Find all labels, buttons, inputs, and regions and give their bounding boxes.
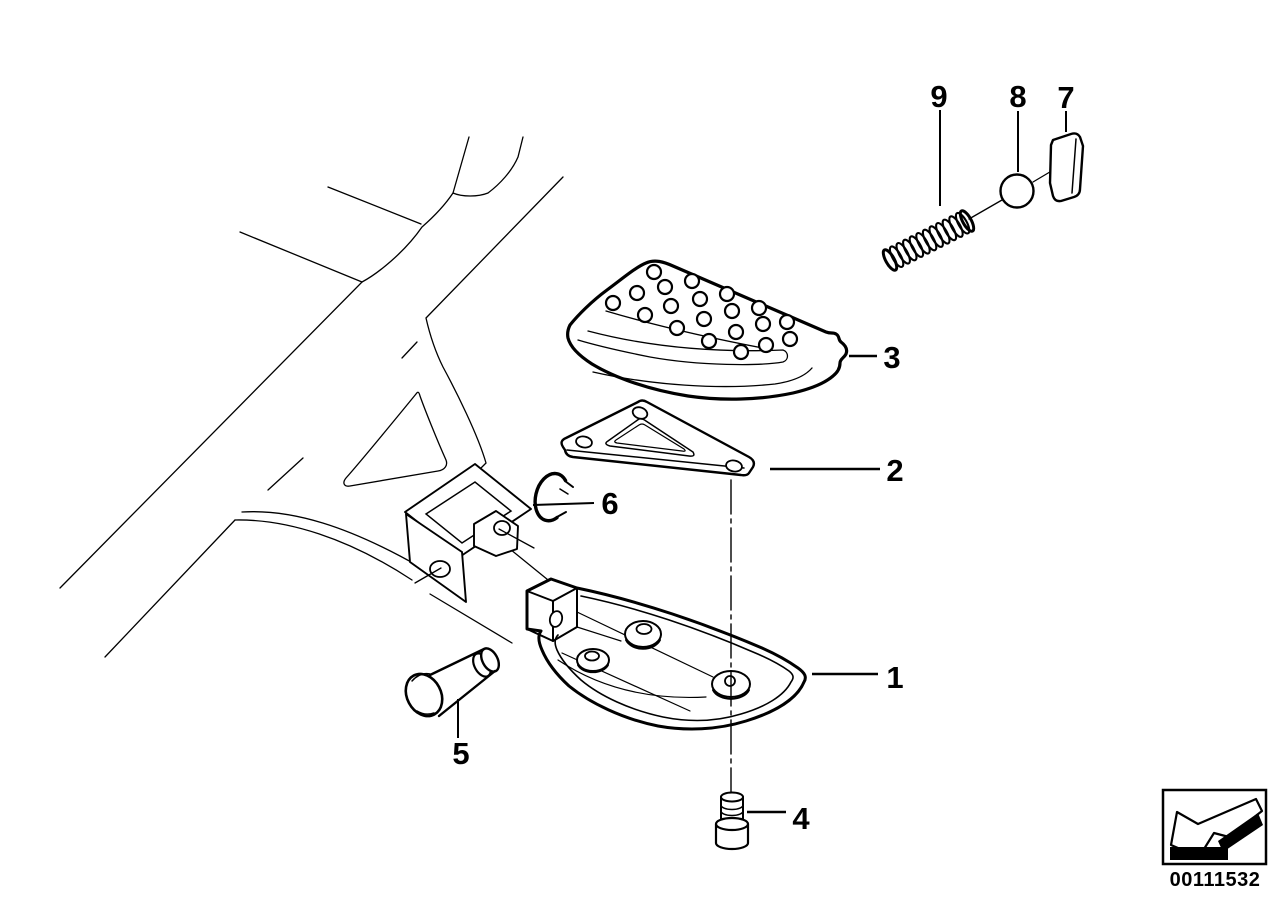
part-8-ball xyxy=(999,173,1035,209)
part-number: 00111532 xyxy=(1170,869,1261,891)
callout-label-9: 9 xyxy=(930,79,947,114)
callout-label-6: 6 xyxy=(601,486,618,521)
callout-labels: 1 2 3 4 5 6 7 8 9 xyxy=(452,79,1074,836)
callout-label-8: 8 xyxy=(1009,79,1026,114)
part-7-plug xyxy=(1048,132,1085,203)
pad-dimples xyxy=(604,263,799,361)
callout-label-5: 5 xyxy=(452,736,469,771)
footer-block: 00111532 xyxy=(1161,788,1268,891)
callout-label-4: 4 xyxy=(792,801,810,836)
callout-label-7: 7 xyxy=(1057,80,1074,115)
part-1-footrest xyxy=(525,577,807,731)
part-6-circlip xyxy=(533,471,574,523)
part-3-rubber-pad xyxy=(566,259,849,401)
assembly-axis-line xyxy=(968,199,1003,220)
part-2-mounting-plate xyxy=(560,399,756,477)
callout-label-1: 1 xyxy=(886,660,903,695)
part-9-spring xyxy=(881,209,976,272)
part-4-screw xyxy=(714,791,750,851)
callout-label-3: 3 xyxy=(883,340,900,375)
motorcycle-frame-sketch xyxy=(59,136,564,658)
leader-lines xyxy=(457,110,1067,814)
frame-bracket xyxy=(404,463,554,644)
part-5-pivot-pin xyxy=(404,647,501,718)
callout-label-2: 2 xyxy=(886,453,903,488)
arrow-down-left-icon xyxy=(1169,797,1264,860)
